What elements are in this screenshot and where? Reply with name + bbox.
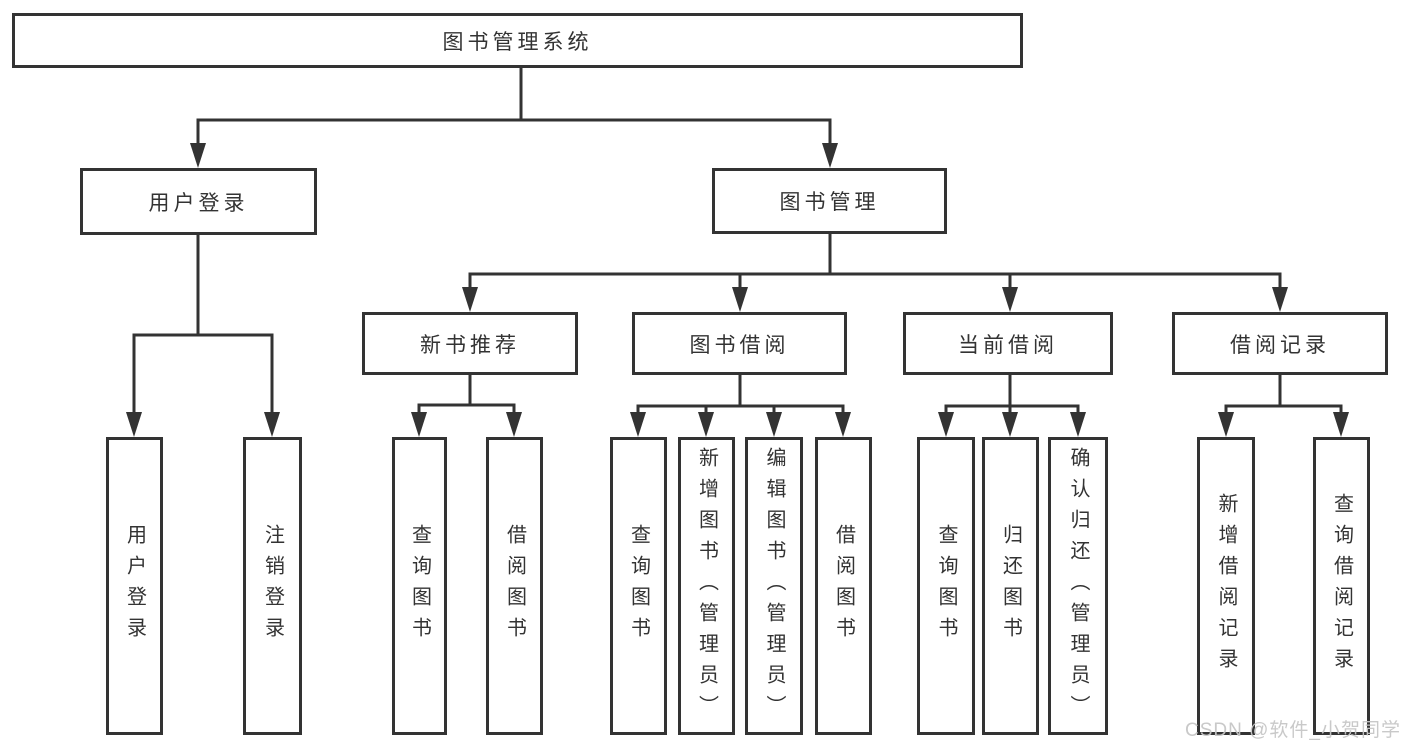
node-borrow-record: 借阅记录: [1172, 312, 1388, 375]
leaf-recommend-query-books: 查询图书: [392, 437, 447, 735]
arrow-to-current-return: [1002, 412, 1018, 437]
leaf-borrow-query-books: 查询图书: [610, 437, 667, 735]
node-new-book-recommend: 新书推荐: [362, 312, 578, 375]
arrow-to-record-add: [1218, 412, 1234, 437]
node-book-borrow: 图书借阅: [632, 312, 847, 375]
leaf-logout: 注销登录: [243, 437, 302, 735]
leaf-recommend-borrow-books: 借阅图书: [486, 437, 543, 735]
connector-recommend-group: [417, 374, 516, 413]
arrow-to-borrow-add: [698, 412, 714, 437]
connector-user-login-group: [132, 233, 274, 413]
leaf-current-return-books-label: 归还图书: [999, 524, 1022, 648]
leaf-current-query-books: 查询图书: [917, 437, 975, 735]
arrow-to-user-login-leaf: [126, 412, 142, 437]
arrow-to-borrow-edit: [766, 412, 782, 437]
leaf-user-login: 用户登录: [106, 437, 163, 735]
connector-current-group: [944, 374, 1080, 413]
arrow-to-current-borrow: [1002, 287, 1018, 312]
node-user-login-label: 用户登录: [148, 191, 249, 215]
arrow-to-logout-leaf: [264, 412, 280, 437]
leaf-record-query-label: 查询借阅记录: [1330, 493, 1353, 679]
arrow-to-recommend-borrow: [506, 412, 522, 437]
leaf-borrow-edit-books: 编辑图书（管理员）: [745, 437, 803, 735]
leaf-current-confirm-return: 确认归还（管理员）: [1048, 437, 1108, 735]
arrow-to-book-management: [822, 143, 838, 168]
leaf-recommend-borrow-books-label: 借阅图书: [503, 524, 526, 648]
node-current-borrow-label: 当前借阅: [958, 333, 1058, 357]
arrow-to-user-login: [190, 143, 206, 168]
arrow-to-recommend-query: [411, 412, 427, 437]
node-system-label: 图书管理系统: [442, 30, 593, 54]
node-book-management: 图书管理: [712, 168, 947, 234]
node-system: 图书管理系统: [12, 13, 1023, 68]
leaf-current-return-books: 归还图书: [982, 437, 1039, 735]
connector-book-management-group: [468, 232, 1282, 288]
leaf-record-query: 查询借阅记录: [1313, 437, 1370, 735]
leaf-borrow-borrow-books-label: 借阅图书: [832, 524, 855, 648]
arrow-to-borrow-record: [1272, 287, 1288, 312]
node-borrow-record-label: 借阅记录: [1230, 333, 1330, 357]
arrow-to-book-borrow: [732, 287, 748, 312]
arrow-to-current-confirm: [1070, 412, 1086, 437]
leaf-borrow-add-books-label: 新增图书（管理员）: [695, 446, 718, 726]
leaf-current-confirm-return-label: 确认归还（管理员）: [1067, 446, 1089, 726]
arrow-to-borrow-borrow: [835, 412, 851, 437]
node-current-borrow: 当前借阅: [903, 312, 1113, 375]
arrow-to-current-query: [938, 412, 954, 437]
arrow-to-record-query: [1333, 412, 1349, 437]
leaf-borrow-query-books-label: 查询图书: [627, 524, 650, 648]
connector-root-to-level2: [196, 67, 832, 144]
arrow-to-new-book-recommend: [462, 287, 478, 312]
connector-record-group: [1224, 374, 1343, 413]
node-book-borrow-label: 图书借阅: [689, 333, 790, 357]
connector-borrow-group: [636, 374, 845, 413]
leaf-borrow-add-books: 新增图书（管理员）: [678, 437, 735, 735]
leaf-record-add-label: 新增借阅记录: [1215, 493, 1237, 679]
arrow-to-borrow-query: [630, 412, 646, 437]
node-new-book-recommend-label: 新书推荐: [420, 333, 520, 357]
node-book-management-label: 图书管理: [779, 191, 880, 214]
leaf-logout-label: 注销登录: [261, 524, 284, 648]
watermark: CSDN @软件_小贺同学: [1185, 720, 1401, 741]
leaf-borrow-borrow-books: 借阅图书: [815, 437, 872, 735]
leaf-user-login-label: 用户登录: [123, 524, 146, 648]
leaf-borrow-edit-books-label: 编辑图书（管理员）: [763, 446, 785, 726]
leaf-current-query-books-label: 查询图书: [935, 524, 957, 648]
leaf-recommend-query-books-label: 查询图书: [408, 524, 431, 648]
node-user-login: 用户登录: [80, 168, 317, 235]
leaf-record-add: 新增借阅记录: [1197, 437, 1255, 735]
